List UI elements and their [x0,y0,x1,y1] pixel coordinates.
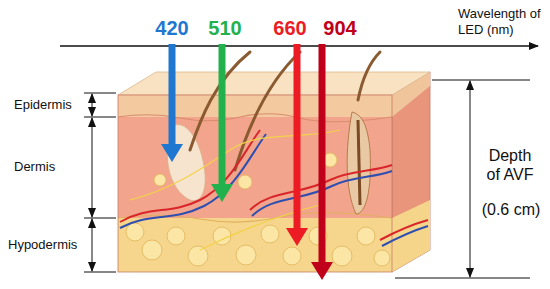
wavelength-number: 510 [203,16,247,40]
axis-title: Wavelength of LED (nm) [458,6,542,37]
led-arrows [161,44,333,280]
layer-name: Hypodermis [8,237,88,253]
wavelength-number: 420 [150,16,194,40]
dimension-label: Depth of AVF [480,146,540,184]
layer-brackets [84,93,116,272]
layer-name: Epidermis [14,97,86,113]
layer-name: Dermis [14,159,86,175]
blood-vessels [120,130,428,246]
nerves [130,130,340,250]
side-hypodermis [392,200,430,272]
wavelength-number: 904 [318,16,362,40]
side-face [392,72,430,272]
dimension-label: (0.6 cm) [476,200,546,219]
wavelength-number: 660 [268,16,312,40]
